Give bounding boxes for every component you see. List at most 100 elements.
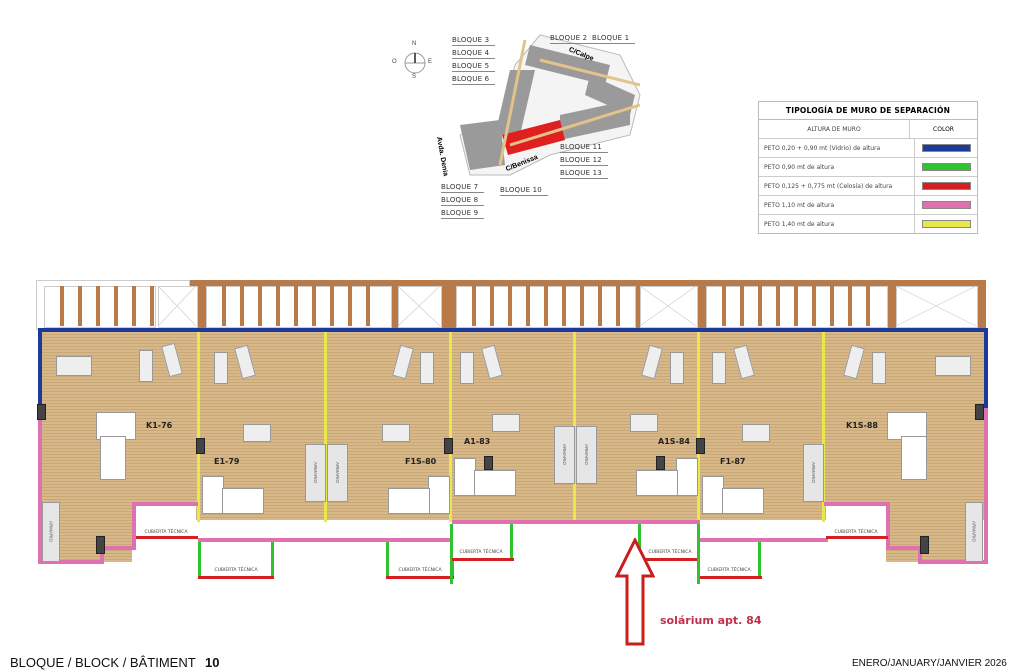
- label-bloque-11: BLOQUE 11: [560, 143, 608, 153]
- plunge-pool: [222, 488, 264, 514]
- wall-left-bottom: [38, 560, 102, 564]
- unit-k1-76[interactable]: K1-76: [146, 421, 173, 430]
- legend-label: PETO 1,40 mt de altura: [759, 215, 915, 233]
- compass-icon: [404, 52, 426, 74]
- wall-light: [975, 404, 984, 420]
- swatch-pink: [921, 201, 971, 209]
- label-bloque-2: BLOQUE 2: [550, 34, 594, 44]
- sun-lounger: [214, 352, 228, 384]
- sun-lounger: [139, 350, 153, 382]
- cubierta-tecnica: CUBIERTA TÉCNICA: [136, 506, 196, 538]
- jacuzzi: [887, 412, 927, 440]
- legend-row: PETO 0,20 + 0,90 mt (Vidrio) de altura: [759, 139, 977, 158]
- celosia-wall: [638, 558, 700, 561]
- solarium-annotation: solárium apt. 84: [660, 614, 762, 627]
- storage-cabinet: ARMARIO: [965, 502, 983, 562]
- partition: [822, 332, 825, 522]
- block-label: BLOQUE / BLOCK / BÂTIMENT: [10, 655, 196, 670]
- legend-label: PETO 0,90 mt de altura: [759, 158, 915, 176]
- celosia-wall: [452, 558, 514, 561]
- footer-date: ENERO/JANUARY/JANVIER 2026: [852, 658, 1007, 669]
- cubierta-tecnica: CUBIERTA TÉCNICA: [198, 542, 274, 576]
- unit-a1-83[interactable]: A1-83: [464, 437, 491, 446]
- wall-light: [196, 438, 205, 454]
- legend-title: TIPOLOGÍA DE MURO DE SEPARACIÓN: [759, 102, 977, 120]
- partition: [449, 332, 452, 522]
- label-bloque-6: BLOQUE 6: [452, 75, 496, 85]
- wall-light: [484, 456, 493, 470]
- jacuzzi: [702, 476, 724, 514]
- jacuzzi: [202, 476, 224, 514]
- storage-cabinet: ARMARIO: [554, 426, 575, 484]
- storage-cabinet: ARMARIO: [576, 426, 597, 484]
- footer-block: BLOQUE / BLOCK / BÂTIMENT 10: [10, 655, 220, 670]
- label-bloque-12: BLOQUE 12: [560, 156, 608, 166]
- site-plan: C/Calpe C/Benissa Avda. Denia: [435, 25, 660, 215]
- plunge-pool: [474, 470, 516, 496]
- jacuzzi: [454, 458, 476, 496]
- wall-cub-left-top: [132, 502, 198, 506]
- dining-table: [630, 414, 658, 432]
- plunge-pool: [636, 470, 678, 496]
- block-number: 10: [205, 655, 220, 670]
- unit-e1-79[interactable]: E1-79: [214, 457, 240, 466]
- partition: [697, 332, 700, 522]
- solarium-arrow-icon: [615, 538, 655, 646]
- legend-row: PETO 1,10 mt de altura: [759, 196, 977, 215]
- plunge-pool: [901, 436, 927, 480]
- swatch-red: [921, 182, 971, 190]
- legend-row: PETO 0,90 mt de altura: [759, 158, 977, 177]
- sun-lounger: [460, 352, 474, 384]
- wall-glass-left: [38, 328, 42, 408]
- dining-table: [492, 414, 520, 432]
- sun-lounger: [712, 352, 726, 384]
- wall-left-side: [38, 408, 42, 564]
- plunge-pool: [722, 488, 764, 514]
- plunge-pool: [100, 436, 126, 480]
- wall-glass-right: [984, 328, 988, 408]
- cubierta-tecnica-solarium: CUBIERTA TÉCNICA: [638, 524, 699, 558]
- legend-row: PETO 1,40 mt de altura: [759, 215, 977, 233]
- unit-f1s-80[interactable]: F1S-80: [405, 457, 437, 466]
- legend-label: PETO 0,20 + 0,90 mt (Vidrio) de altura: [759, 139, 915, 157]
- storage-cabinet: ARMARIO: [327, 444, 348, 502]
- compass-n: N: [412, 41, 417, 47]
- jacuzzi: [676, 458, 698, 496]
- swatch-blue: [921, 144, 971, 152]
- wall-cub-right-v: [886, 502, 890, 550]
- label-bloque-3: BLOQUE 3: [452, 36, 496, 46]
- dining-table: [935, 356, 971, 376]
- cubierta-tecnica: CUBIERTA TÉCNICA: [826, 506, 886, 538]
- dining-table: [742, 424, 770, 442]
- dining-table: [56, 356, 92, 376]
- blocks-top-left: BLOQUE 3 BLOQUE 4 BLOQUE 5 BLOQUE 6: [452, 36, 496, 85]
- wall-right-side: [984, 408, 988, 564]
- partition: [197, 332, 200, 522]
- wall-cub-right: [824, 502, 890, 506]
- legend-col-height: ALTURA DE MURO: [759, 120, 910, 138]
- label-bloque-1: BLOQUE 1: [592, 34, 636, 44]
- wall-bottom-center: [452, 520, 700, 524]
- pergola-slats: [60, 285, 977, 327]
- sun-lounger: [670, 352, 684, 384]
- label-bloque-7: BLOQUE 7: [441, 183, 485, 193]
- wall-type-legend: TIPOLOGÍA DE MURO DE SEPARACIÓN ALTURA D…: [758, 101, 978, 234]
- wall-light: [96, 536, 105, 554]
- unit-f1-87[interactable]: F1-87: [720, 457, 746, 466]
- floor-plan: CUBIERTA TÉCNICA CUBIERTA TÉCNICA CUBIER…: [0, 270, 1024, 600]
- legend-label: PETO 1,10 mt de altura: [759, 196, 915, 214]
- wall-right-bottom: [918, 560, 988, 564]
- wall-light: [444, 438, 453, 454]
- railing-green: [450, 524, 453, 584]
- celosia-wall: [386, 576, 454, 579]
- label-bloque-9: BLOQUE 9: [441, 209, 485, 219]
- wall-bottom-mid: [198, 538, 454, 542]
- unit-a1s-84[interactable]: A1S-84: [658, 437, 690, 446]
- unit-k1s-88[interactable]: K1S-88: [846, 421, 878, 430]
- label-bloque-5: BLOQUE 5: [452, 62, 496, 72]
- partition: [324, 332, 327, 522]
- celosia-wall: [136, 536, 198, 539]
- wall-right-step: [886, 546, 920, 550]
- celosia-wall: [826, 536, 888, 539]
- compass-o: O: [392, 59, 397, 65]
